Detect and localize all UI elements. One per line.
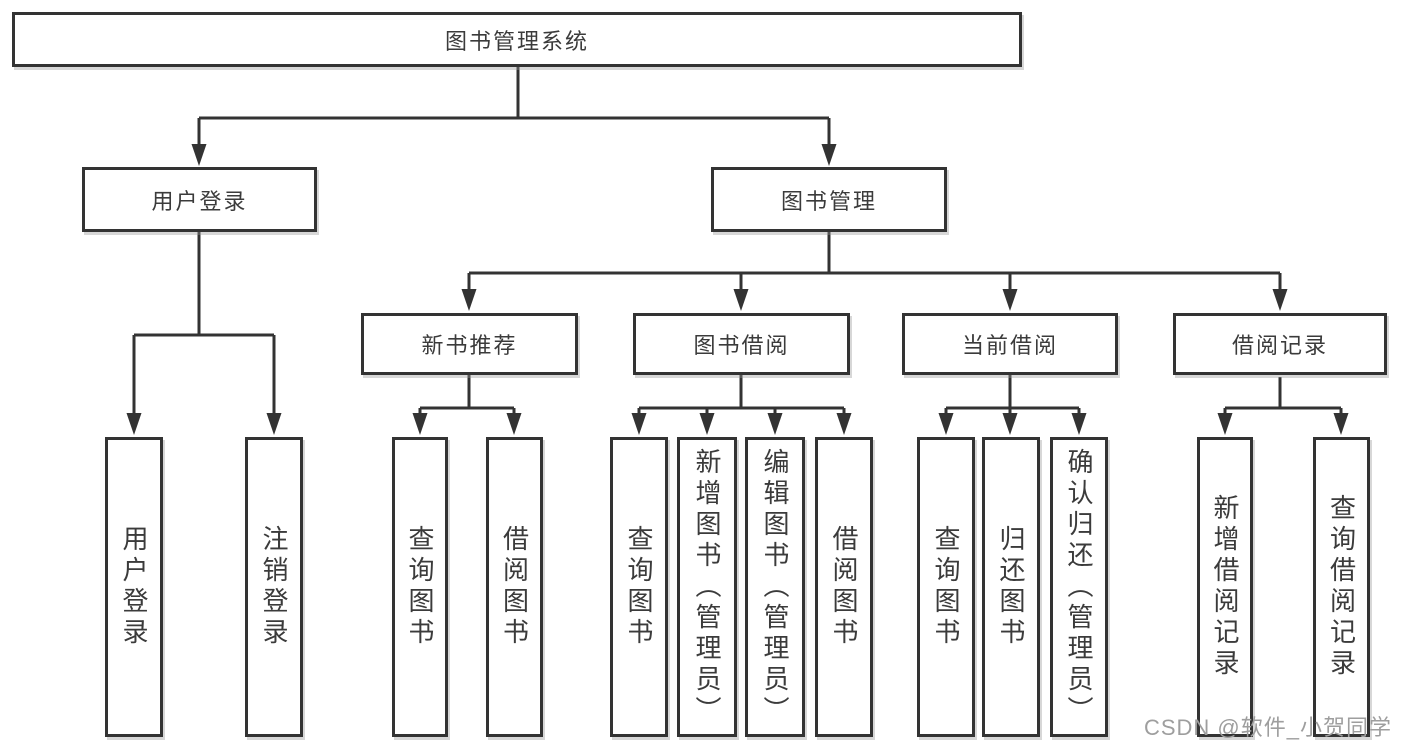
leaf-borrow-books: 借阅图书 [815, 437, 873, 737]
node-label: 归还图书 [996, 525, 1026, 649]
node-label: 借阅图书 [829, 525, 859, 649]
node-label: 图书管理 [780, 188, 877, 214]
leaf-return-book: 归还图书 [982, 437, 1040, 737]
node-label: 当前借阅 [961, 333, 1058, 358]
node-label: 确认归还（管理员） [1064, 447, 1094, 727]
leaf-user-login: 用户登录 [105, 437, 163, 737]
node-label: 图书借阅 [693, 333, 790, 358]
node-book-management: 图书管理 [711, 167, 947, 232]
leaf-edit-book-admin: 编辑图书（管理员） [745, 437, 805, 737]
arrowhead-icons [126, 144, 1349, 435]
leaf-query-borrow-record: 查询借阅记录 [1313, 437, 1370, 737]
leaf-query-books-recommend: 查询图书 [392, 437, 448, 737]
node-label: 用户登录 [151, 188, 248, 214]
node-new-book-recommend: 新书推荐 [361, 313, 578, 375]
node-label: 新书推荐 [421, 333, 518, 358]
leaf-query-books-current: 查询图书 [917, 437, 975, 737]
node-label: 查询图书 [405, 525, 435, 649]
node-label: 新增图书（管理员） [692, 447, 722, 727]
node-label: 查询图书 [624, 525, 654, 649]
leaf-logout: 注销登录 [245, 437, 303, 737]
node-library-management-system: 图书管理系统 [12, 12, 1022, 67]
leaf-query-books-borrow: 查询图书 [610, 437, 668, 737]
node-book-borrowing: 图书借阅 [633, 313, 850, 375]
leaf-add-book-admin: 新增图书（管理员） [677, 437, 737, 737]
node-label: 借阅图书 [499, 525, 530, 649]
leaf-confirm-return-admin: 确认归还（管理员） [1050, 437, 1108, 737]
node-label: 注销登录 [259, 525, 289, 649]
node-borrowing-records: 借阅记录 [1173, 313, 1387, 375]
csdn-watermark: CSDN @软件_小贺同学 [1143, 715, 1392, 740]
node-label: 用户登录 [119, 525, 149, 649]
node-label: 编辑图书（管理员） [760, 447, 790, 727]
node-label: 查询图书 [931, 525, 961, 649]
node-label: 新增借阅记录 [1210, 494, 1240, 680]
node-label: 查询借阅记录 [1326, 494, 1357, 680]
node-current-borrowing: 当前借阅 [902, 313, 1118, 375]
node-label: 借阅记录 [1231, 333, 1328, 358]
node-label: 图书管理系统 [444, 28, 589, 54]
leaf-borrow-books-recommend: 借阅图书 [486, 437, 543, 737]
node-user-login: 用户登录 [82, 167, 317, 232]
leaf-add-borrow-record: 新增借阅记录 [1197, 437, 1253, 737]
